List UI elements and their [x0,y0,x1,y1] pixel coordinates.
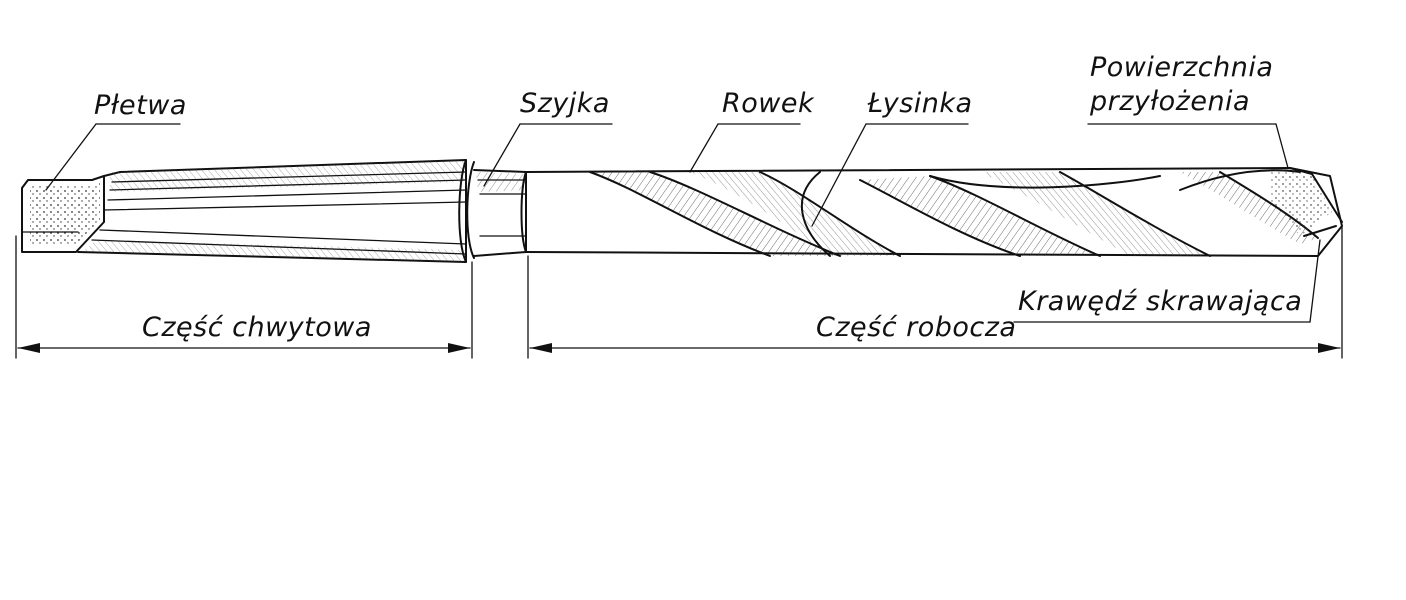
dimension-shank [15,235,473,359]
label-cutting-edge: Krawędź skrawająca [1018,286,1303,317]
label-working-part: Część robocza [816,312,1017,343]
label-flank-surface-line2: przyłożenia [1090,86,1251,117]
shank [77,159,467,263]
label-land: Łysinka [868,88,973,119]
label-flank-surface-line1: Powierzchnia [1090,52,1274,83]
leader-lines [45,123,1321,323]
label-tang: Płetwa [94,90,187,121]
label-flute: Rowek [722,88,815,119]
label-neck: Szyjka [520,88,610,119]
fluted-body [525,167,1343,257]
neck [458,159,527,263]
label-shank-part: Część chwytowa [142,312,372,343]
tang [21,175,105,253]
dimension-working-part [527,225,1343,359]
